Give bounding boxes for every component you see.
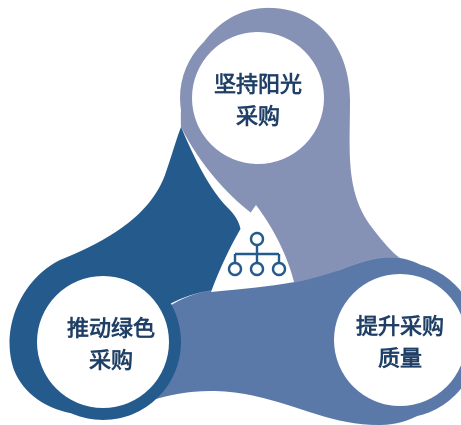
node-right: 提升采购 质量: [322, 262, 461, 418]
node-right-label-line2: 质量: [378, 347, 422, 372]
node-left-label-line2: 采购: [89, 348, 133, 374]
node-top-label-line1: 坚持阳光: [214, 73, 302, 98]
hierarchy-icon: [227, 231, 287, 277]
node-top: 坚持阳光 采购: [180, 20, 336, 176]
node-top-label-line2: 采购: [236, 104, 280, 130]
node-left: 推动绿色 采购: [25, 264, 181, 420]
node-right-label-line1: 提升采购: [356, 314, 444, 340]
node-left-label-line1: 推动绿色: [67, 316, 155, 342]
